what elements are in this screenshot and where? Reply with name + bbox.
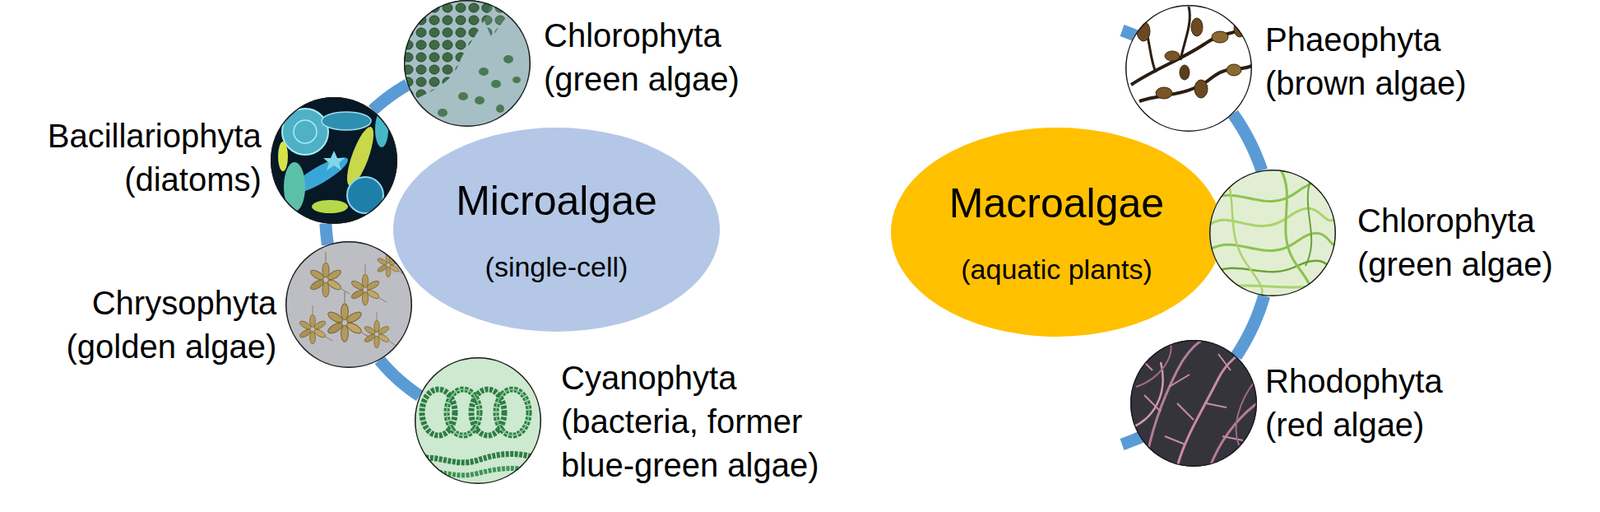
circle-outline [415, 357, 542, 484]
ellipse-shape [393, 127, 720, 332]
algae-picture [412, 357, 544, 484]
ellipse-text: Macroalgae (aquatic plants) [890, 127, 1223, 337]
ellipse-shape [890, 127, 1223, 337]
division-name: Cyanophyta [561, 356, 842, 400]
algae-picture [270, 97, 398, 224]
arc-connector [372, 84, 409, 111]
circle-outline [404, 0, 531, 127]
common-name: (green algae) [543, 57, 741, 102]
common-name: (red algae) [1265, 403, 1444, 447]
circle-shape [414, 357, 542, 484]
division-name: Chlorophyta [543, 13, 741, 58]
group-ellipse: Microalgae (single-cell) [393, 127, 720, 332]
group-title: Microalgae [455, 176, 658, 226]
circle-label: Phaeophyta(brown algae) [1265, 18, 1468, 106]
ellipse-fill [890, 127, 1223, 337]
division-name: Chlorophyta [1357, 199, 1554, 243]
algae-picture [1130, 339, 1257, 467]
circle-outline [286, 241, 413, 368]
group-title: Macroalgae [949, 178, 1165, 228]
arc-connector [379, 359, 420, 396]
circle-outline [1210, 170, 1336, 297]
circle-label: Cyanophyta(bacteria, former blue-green a… [561, 356, 842, 487]
circle-shape [285, 241, 413, 368]
algae-circle: Chlorophyta(green algae) [403, 0, 531, 127]
ellipse-fill [393, 127, 720, 332]
arc-connector [1236, 295, 1265, 357]
circle-outline [1126, 5, 1253, 132]
circle-label: Chlorophyta(green algae) [543, 13, 741, 102]
division-name: Phaeophyta [1265, 18, 1468, 62]
circle-shape [1130, 339, 1257, 467]
division-name: Chrysophyta [64, 281, 277, 325]
algae-circle: Phaeophyta(brown algae) [1125, 4, 1253, 132]
circle-outline [271, 97, 398, 224]
circle-shape [270, 97, 398, 224]
circle-label: Rhodophyta(red algae) [1265, 359, 1444, 447]
circle-shape [403, 0, 531, 127]
algae-picture [1209, 169, 1339, 299]
common-name: (bacteria, former blue-green algae) [561, 399, 842, 487]
algae-picture [403, 0, 531, 127]
circle-label: Chlorophyta(green algae) [1357, 199, 1554, 287]
common-name: (brown algae) [1265, 61, 1468, 106]
group-ellipse: Macroalgae (aquatic plants) [890, 127, 1223, 337]
algae-picture [285, 241, 413, 368]
division-name: Rhodophyta [1265, 359, 1444, 404]
common-name: (diatoms) [46, 157, 262, 202]
common-name: (golden algae) [64, 324, 277, 369]
algae-circle: Rhodophyta(red algae) [1130, 339, 1257, 467]
algae-circle: Chlorophyta(green algae) [1209, 169, 1336, 297]
circle-shape [1125, 4, 1253, 132]
arc-connector [325, 222, 329, 245]
circle-outline [1131, 340, 1257, 467]
circle-label: Chrysophyta(golden algae) [64, 281, 277, 369]
group-subtitle: (single-cell) [485, 250, 629, 284]
ellipse-text: Microalgae (single-cell) [393, 127, 720, 332]
algae-picture [1125, 4, 1255, 132]
algae-circle: Chrysophyta(golden algae) [285, 241, 413, 368]
group-subtitle: (aquatic plants) [960, 252, 1152, 287]
algae-circle: Bacillariophyta(diatoms) [270, 97, 398, 224]
circle-label: Bacillariophyta(diatoms) [46, 114, 262, 202]
algae-circle: Cyanophyta(bacteria, former blue-green a… [414, 357, 542, 484]
circle-shape [1209, 169, 1336, 297]
common-name: (green algae) [1357, 242, 1554, 287]
arc-connector [1233, 113, 1262, 171]
division-name: Bacillariophyta [46, 114, 262, 158]
